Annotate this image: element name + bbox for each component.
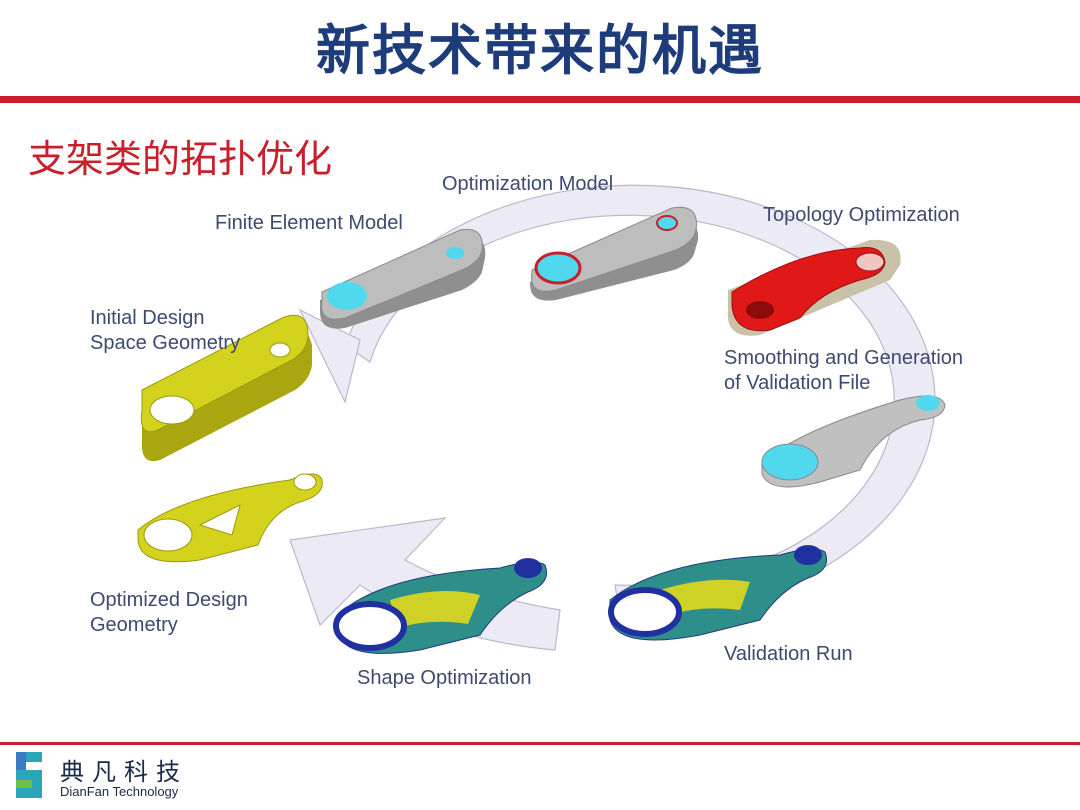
brand-name-en: DianFan Technology	[60, 784, 179, 799]
finite-element-part	[320, 228, 486, 329]
label-topology-optimization: Topology Optimization	[763, 204, 960, 226]
label-smoothing-line2: of Validation File	[724, 372, 871, 394]
label-initial-design-line1: Initial Design	[90, 307, 205, 329]
dianfan-logo-icon	[16, 752, 42, 798]
validation-part	[608, 545, 828, 641]
optimization-model-part	[530, 206, 699, 301]
label-smoothing: Smoothing and Generation of Validation F…	[724, 346, 963, 396]
footer-divider	[0, 742, 1080, 745]
smoothing-part	[761, 395, 946, 488]
label-validation-run: Validation Run	[724, 643, 853, 665]
label-initial-design: Initial Design Space Geometry	[90, 306, 240, 356]
label-smoothing-line1: Smoothing and Generation	[724, 347, 964, 369]
page-title: 新技术带来的机遇	[316, 19, 764, 82]
label-finite-element-model: Finite Element Model	[215, 212, 403, 234]
topology-part	[727, 239, 901, 336]
label-optimized-design: Optimized Design Geometry	[90, 588, 248, 638]
optimized-design-part	[137, 473, 323, 563]
title-divider	[0, 96, 1080, 103]
label-optimized-design-line2: Geometry	[90, 614, 178, 636]
label-optimization-model: Optimization Model	[442, 173, 614, 195]
label-optimized-design-line1: Optimized Design	[90, 589, 248, 611]
initial-design-part	[140, 314, 312, 462]
brand-name-cn: 典凡科技	[60, 758, 188, 786]
label-initial-design-line2: Space Geometry	[90, 332, 241, 354]
shape-optimization-part	[333, 558, 548, 654]
section-subtitle: 支架类的拓扑优化	[28, 137, 333, 181]
label-shape-optimization: Shape Optimization	[357, 667, 532, 689]
